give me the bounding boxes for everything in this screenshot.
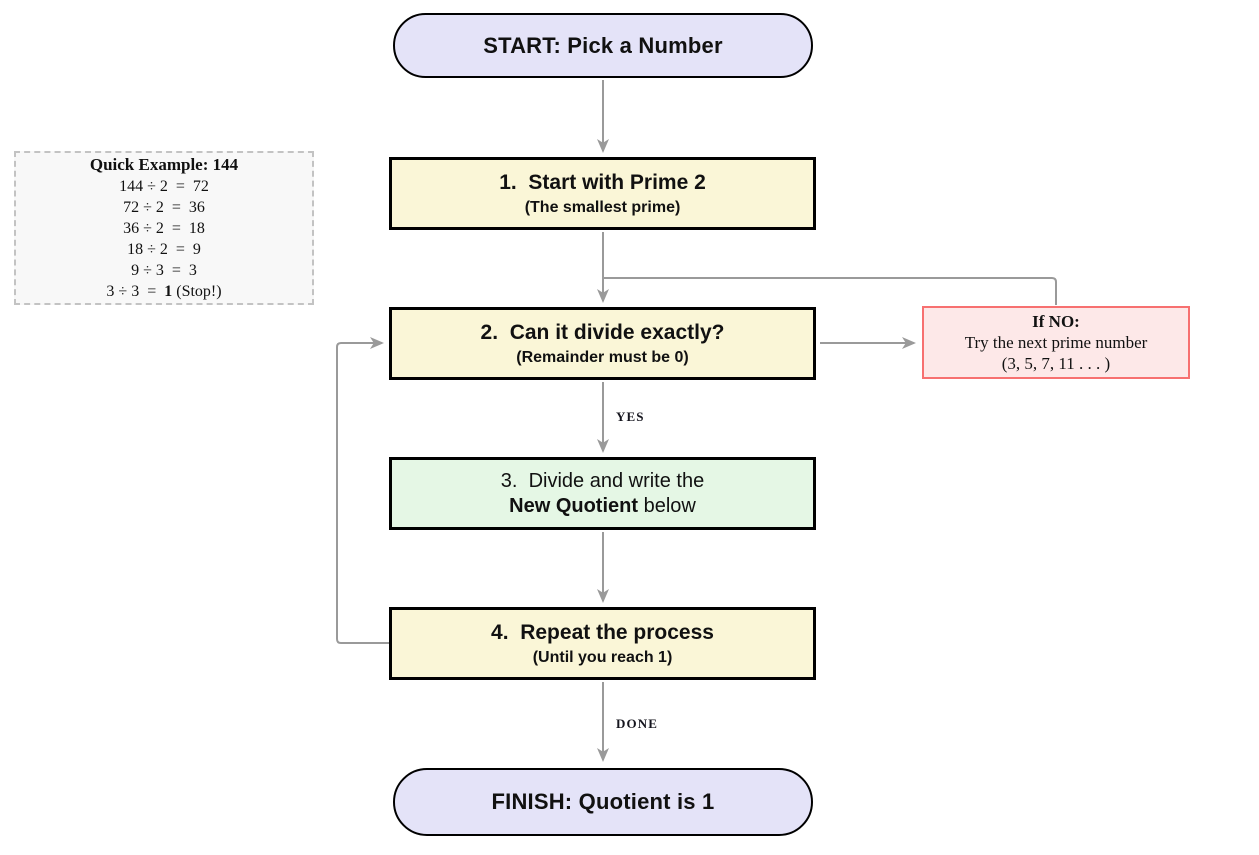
start-label: START: Pick a Number: [483, 32, 723, 58]
step2-title: 2. Can it divide exactly?: [480, 320, 725, 344]
example-row: 72 ÷ 2 = 36: [123, 199, 205, 216]
example-last-pre: 3 ÷ 3 =: [106, 283, 165, 300]
example-title: Quick Example: 144: [89, 155, 239, 174]
if-no-line3: (3, 5, 7, 11 . . . ): [1001, 354, 1111, 374]
finish-label: FINISH: Quotient is 1: [491, 789, 715, 814]
step3-line1: 3. Divide and write the: [500, 469, 705, 492]
example-last-post: (Stop!): [172, 283, 222, 300]
arrow-step4-loop-to-step2: [336, 337, 389, 644]
example-row: 144 ÷ 2 = 72: [119, 178, 209, 195]
example-box: Quick Example: 144 144 ÷ 2 = 72 72 ÷ 2 =…: [14, 151, 314, 305]
example-row: 9 ÷ 3 = 3: [131, 262, 197, 279]
node-finish: FINISH: Quotient is 1: [393, 768, 813, 836]
node-if-no: If NO: Try the next prime number (3, 5, …: [922, 306, 1190, 379]
node-step3: 3. Divide and write the New Quotient bel…: [389, 457, 816, 530]
line-ifno-return-to-step2: [603, 277, 1057, 305]
step3-line2-bold: New Quotient: [509, 494, 639, 517]
node-start: START: Pick a Number: [393, 13, 813, 78]
node-step4: 4. Repeat the process (Until you reach 1…: [389, 607, 816, 680]
step2-subtitle: (Remainder must be 0): [516, 348, 689, 366]
edge-label-done: DONE: [616, 716, 658, 731]
if-no-title: If NO:: [1032, 311, 1080, 331]
step3-line2: New Quotient below: [509, 495, 696, 518]
example-row-last: 3 ÷ 3 = 1 (Stop!): [106, 281, 221, 302]
step1-title: 1. Start with Prime 2: [499, 170, 706, 194]
example-last-bold: 1: [164, 283, 173, 300]
step3-line2-rest: below: [638, 494, 696, 517]
step1-subtitle: (The smallest prime): [524, 198, 681, 216]
step4-title: 4. Repeat the process: [491, 620, 714, 644]
node-step1: 1. Start with Prime 2 (The smallest prim…: [389, 157, 816, 230]
example-row: 36 ÷ 2 = 18: [123, 220, 205, 237]
step4-subtitle: (Until you reach 1): [532, 648, 673, 666]
edge-label-yes: YES: [616, 409, 645, 424]
if-no-line2: Try the next prime number: [964, 332, 1148, 352]
node-step2: 2. Can it divide exactly? (Remainder mus…: [389, 307, 816, 380]
example-row: 18 ÷ 2 = 9: [127, 241, 201, 258]
